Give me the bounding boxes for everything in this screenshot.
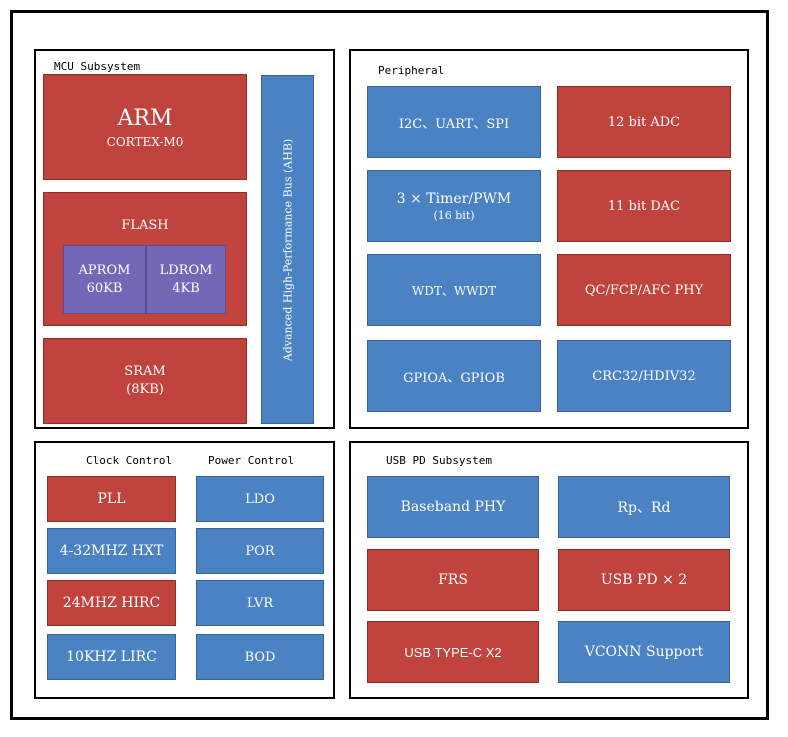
hxt-label: 4-32MHZ HXT: [59, 543, 164, 559]
timer-pwm-sub: (16 bit): [433, 208, 475, 222]
mcu-subsystem-panel: MCU Subsystem ARM CORTEX-M0 FLASH APROM …: [34, 49, 335, 429]
bod-block: BOD: [196, 634, 324, 680]
aprom-label: APROM: [78, 262, 131, 278]
aprom-block: APROM 60KB: [63, 245, 146, 314]
qc-fcp-afc-block: QC/FCP/AFC PHY: [557, 254, 731, 326]
sram-label: SRAM: [124, 364, 166, 380]
rp-rd-block: Rp、Rd: [558, 476, 730, 538]
usb-pd-x2-block: USB PD × 2: [558, 549, 730, 611]
timer-pwm-label: 3 × Timer/PWM: [396, 190, 512, 207]
dac-block: 11 bit DAC: [557, 170, 731, 242]
lirc-label: 10KHZ LIRC: [66, 649, 157, 665]
lirc-block: 10KHZ LIRC: [47, 634, 176, 680]
sram-block: SRAM (8KB): [43, 338, 247, 424]
arm-block: ARM CORTEX-M0: [43, 74, 247, 180]
i2c-uart-spi-label: I2C、UART、SPI: [398, 116, 510, 132]
pll-label: PLL: [97, 491, 126, 507]
usb-type-c-label: USB TYPE-C X2: [404, 644, 502, 660]
lvr-block: LVR: [196, 580, 324, 626]
ldo-block: LDO: [196, 476, 324, 522]
power-control-title: Power Control: [208, 454, 295, 467]
frs-label: FRS: [438, 572, 468, 588]
clock-control-title: Clock Control: [86, 454, 173, 467]
arm-label: ARM: [117, 105, 173, 131]
baseband-phy-label: Baseband PHY: [400, 499, 506, 515]
hirc-label: 24MHZ HIRC: [62, 595, 161, 611]
aprom-size: 60KB: [86, 280, 123, 296]
dac-label: 11 bit DAC: [607, 198, 681, 214]
baseband-phy-block: Baseband PHY: [367, 476, 539, 538]
gpio-block: GPIOA、GPIOB: [367, 340, 541, 412]
hxt-block: 4-32MHZ HXT: [47, 528, 176, 574]
wdt-block: WDT、WWDT: [367, 254, 541, 326]
bod-label: BOD: [244, 649, 276, 665]
i2c-uart-spi-block: I2C、UART、SPI: [367, 86, 541, 158]
frs-block: FRS: [367, 549, 539, 611]
wdt-label: WDT、WWDT: [411, 283, 497, 298]
flash-label: FLASH: [121, 218, 169, 233]
clock-power-panel: Clock Control Power Control PLL 4-32MHZ …: [34, 441, 335, 699]
adc-label: 12 bit ADC: [607, 114, 681, 130]
adc-block: 12 bit ADC: [557, 86, 731, 158]
peripheral-panel: Peripheral I2C、UART、SPI 12 bit ADC 3 × T…: [349, 49, 749, 429]
usb-pd-subsystem-title: USB PD Subsystem: [386, 454, 492, 467]
ldrom-label: LDROM: [159, 262, 213, 278]
vconn-support-label: VCONN Support: [584, 644, 704, 660]
crc-hdiv-label: CRC32/HDIV32: [592, 368, 696, 384]
mcu-subsystem-title: MCU Subsystem: [54, 60, 141, 73]
qc-fcp-afc-label: QC/FCP/AFC PHY: [584, 282, 704, 298]
ahb-bus-block: Advanced High-Performance Bus (AHB): [261, 75, 314, 424]
usb-type-c-block: USB TYPE-C X2: [367, 621, 539, 683]
por-label: POR: [245, 543, 275, 559]
ldrom-size: 4KB: [172, 280, 200, 296]
timer-pwm-block: 3 × Timer/PWM (16 bit): [367, 170, 541, 242]
sram-size: (8KB): [126, 382, 164, 397]
hirc-block: 24MHZ HIRC: [47, 580, 176, 626]
ldo-label: LDO: [245, 491, 275, 507]
lvr-label: LVR: [246, 595, 274, 611]
usb-pd-x2-label: USB PD × 2: [600, 572, 688, 588]
peripheral-title: Peripheral: [378, 64, 445, 77]
ldrom-block: LDROM 4KB: [146, 245, 226, 314]
gpio-label: GPIOA、GPIOB: [403, 370, 505, 386]
vconn-support-block: VCONN Support: [558, 621, 730, 683]
diagram-frame: [10, 10, 769, 720]
crc-hdiv-block: CRC32/HDIV32: [557, 340, 731, 412]
pll-block: PLL: [47, 476, 176, 522]
usb-pd-subsystem-panel: USB PD Subsystem Baseband PHY Rp、Rd FRS …: [349, 441, 749, 699]
rp-rd-label: Rp、Rd: [617, 500, 671, 516]
por-block: POR: [196, 528, 324, 574]
arm-core-label: CORTEX-M0: [106, 134, 184, 149]
ahb-bus-label: Advanced High-Performance Bus (AHB): [281, 138, 294, 361]
